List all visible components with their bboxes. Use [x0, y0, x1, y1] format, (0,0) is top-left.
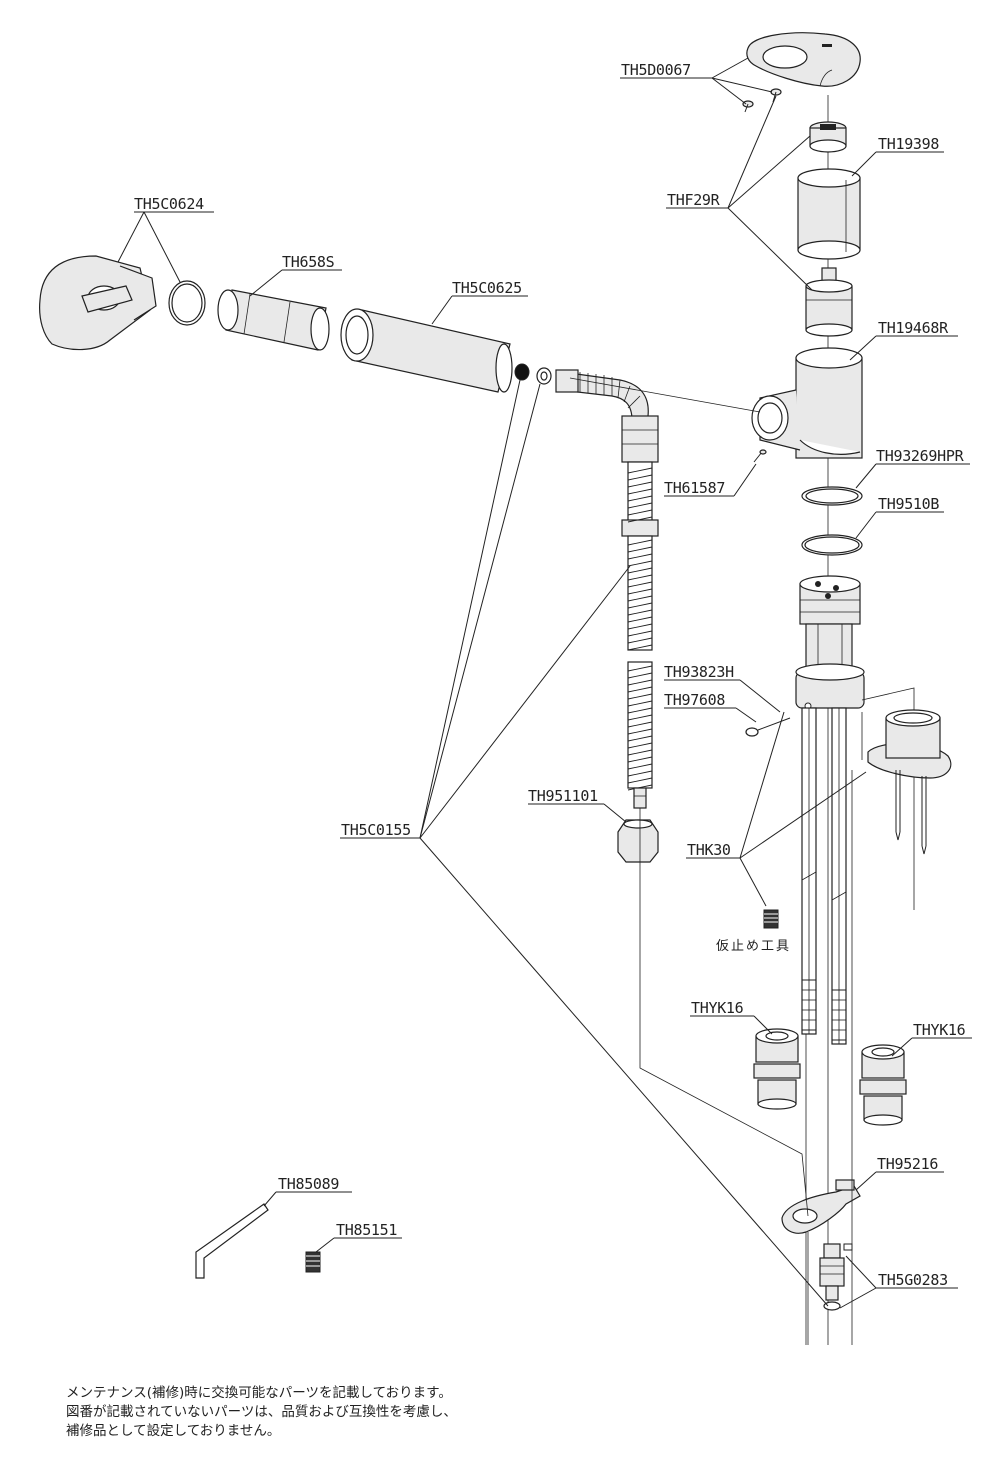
- hex-key-part: [195, 1203, 269, 1279]
- label-th19468r: TH19468R: [878, 319, 949, 337]
- hose-coil-line: [627, 481, 653, 488]
- hose-coil-line: [627, 581, 653, 588]
- hose-coil-line: [627, 693, 653, 700]
- right-shank-threads: [831, 989, 847, 1041]
- hose-coil-line: [627, 509, 653, 516]
- part-labels: TH5D0067 TH19398 THF29R TH5C0624 TH658S …: [134, 61, 966, 1289]
- hose-coil-line: [627, 467, 653, 474]
- label-th95216: TH95216: [877, 1155, 938, 1173]
- label-thk30: THK30: [687, 841, 731, 859]
- hose-coil-line: [627, 686, 653, 693]
- leader-lines: [117, 57, 972, 1309]
- hose-coil-line: [627, 644, 653, 651]
- hose-coil-line: [627, 700, 653, 707]
- hose-coil-line: [627, 616, 653, 623]
- hose-coil-line: [627, 574, 653, 581]
- valve-base-part: [795, 575, 865, 1045]
- hose-coil-line: [627, 637, 653, 644]
- mounting-plate-part: [861, 687, 952, 910]
- cover-cylinder-part: [797, 168, 861, 260]
- cartridge-part: [805, 267, 853, 337]
- joint-part: [819, 1243, 853, 1311]
- hose-coil-line: [627, 665, 653, 672]
- label-th658s: TH658S: [282, 253, 335, 271]
- left-shank-threads: [801, 979, 817, 1031]
- hose-coil-line: [627, 474, 653, 481]
- label-th85089: TH85089: [278, 1175, 339, 1193]
- hose-nut-part: [617, 819, 659, 863]
- maintenance-note: メンテナンス(補修)時に交換可能なパーツを記載しております。 図番が記載されてい…: [66, 1384, 666, 1441]
- note-line-3: 補修品として設定しておりません。: [66, 1423, 281, 1439]
- handle-lever-part: [746, 32, 861, 87]
- hose-coil-line: [627, 609, 653, 616]
- note-line-1: メンテナンス(補修)時に交換可能なパーツを記載しております。: [66, 1385, 452, 1401]
- label-th5g0283: TH5G0283: [878, 1271, 948, 1289]
- hose-coil-line: [627, 553, 653, 560]
- label-th93269hpr: TH93269HPR: [876, 447, 965, 465]
- label-th5c0625: TH5C0625: [452, 279, 522, 297]
- label-thyk16-left: THYK16: [691, 999, 744, 1017]
- temp-tool-part: [763, 909, 779, 929]
- spout-head-part: [39, 255, 157, 351]
- label-thf29r: THF29R: [667, 191, 721, 209]
- note-line-2: 図番が記載されていないパーツは、品質および互換性を考慮し、: [66, 1404, 457, 1420]
- clamp-part: [781, 1179, 861, 1234]
- hose-coil-line: [627, 742, 653, 749]
- label-th5d0067: TH5D0067: [621, 61, 691, 79]
- spout-sleeve-part: [340, 308, 513, 393]
- hose-coil-line: [627, 630, 653, 637]
- label-th93823h: TH93823H: [664, 663, 734, 681]
- hose-coil-line: [627, 728, 653, 735]
- hose-coil-line: [627, 588, 653, 595]
- label-temp-tool: 仮止め工具: [716, 939, 791, 954]
- label-thyk16-right: THYK16: [913, 1021, 966, 1039]
- hose-coil-line: [627, 567, 653, 574]
- pin-part: [753, 449, 767, 463]
- label-th61587: TH61587: [664, 479, 725, 497]
- fitting-left-part: [753, 1028, 801, 1110]
- hose-coils-body: [627, 467, 653, 791]
- faucet-body-part: [751, 347, 863, 459]
- hose-coil-line: [627, 714, 653, 721]
- label-th97608: TH97608: [664, 691, 725, 709]
- hose-coil-line: [627, 777, 653, 784]
- hose-coil-line: [627, 679, 653, 686]
- cartridge-cap-part: [809, 121, 847, 153]
- label-th9510b: TH9510B: [878, 495, 939, 513]
- hose-coil-line: [627, 560, 653, 567]
- hose-coil-line: [627, 721, 653, 728]
- assembly-lines: [569, 377, 853, 1345]
- hose-coil-line: [627, 488, 653, 495]
- label-th951101: TH951101: [528, 787, 598, 805]
- hose-coil-line: [627, 502, 653, 509]
- set-screw-part: [305, 1251, 321, 1273]
- label-th19398: TH19398: [878, 135, 939, 153]
- label-th85151: TH85151: [336, 1221, 397, 1239]
- hose-coil-line: [627, 516, 653, 523]
- label-th5c0155: TH5C0155: [341, 821, 411, 839]
- o-ring-parts: [801, 486, 863, 556]
- hose-coil-line: [627, 495, 653, 502]
- handle-screws-part: [742, 88, 782, 113]
- hose-coil-line: [627, 595, 653, 602]
- hose-coil-line: [627, 749, 653, 756]
- hose-coil-line: [627, 707, 653, 714]
- label-th5c0624: TH5C0624: [134, 195, 204, 213]
- hose-coil-line: [627, 735, 653, 742]
- hose-coil-line: [627, 602, 653, 609]
- spout-o-ring-part: [168, 280, 206, 326]
- fitting-right-part: [859, 1044, 907, 1126]
- hose-coil-line: [627, 546, 653, 553]
- hose-coil-line: [627, 539, 653, 546]
- hose-coil-line: [627, 763, 653, 770]
- hose-coil-line: [627, 623, 653, 630]
- small-seal-parts: [514, 363, 552, 385]
- shower-hose-part: [555, 369, 659, 809]
- spout-pipe-part: [217, 289, 330, 351]
- hose-coil-line: [627, 770, 653, 777]
- hose-coil-line: [627, 672, 653, 679]
- hose-coil-line: [627, 756, 653, 763]
